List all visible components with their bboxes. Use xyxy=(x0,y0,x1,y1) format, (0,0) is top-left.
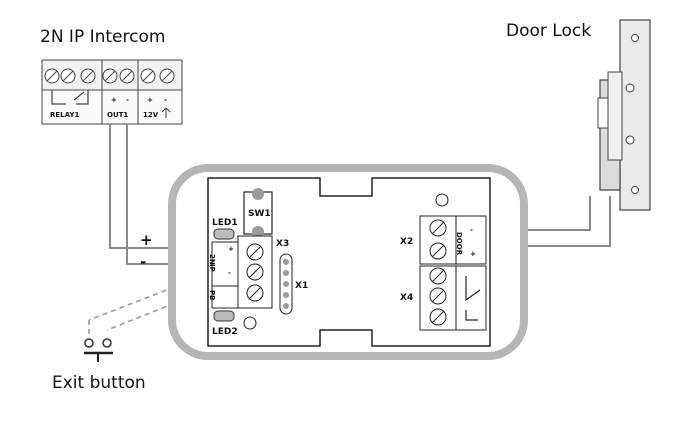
door-plus: + xyxy=(470,250,476,258)
x3-pin-plus: + xyxy=(228,245,234,253)
exit-button-symbol xyxy=(84,338,113,362)
led2-label: LED2 xyxy=(212,327,238,337)
led1 xyxy=(213,228,235,240)
relay-symbol xyxy=(51,90,89,105)
led1-label: LED1 xyxy=(212,218,238,228)
x4-terminal xyxy=(419,265,487,331)
out1-minus: - xyxy=(126,96,129,104)
label-out1: OUT1 xyxy=(107,111,128,119)
out1-plus: + xyxy=(111,96,117,104)
x4-relay-symbol xyxy=(465,276,481,321)
exit-button-label: Exit button xyxy=(52,373,146,393)
intercom-terminal-block: + - + - RELAY1 OUT1 12V xyxy=(41,59,183,125)
sw1-switch xyxy=(243,188,273,238)
door-lock-body xyxy=(597,19,651,211)
intercom-screws xyxy=(44,68,175,84)
x3-pin-ip: IP xyxy=(208,264,216,272)
x1-header xyxy=(279,253,293,315)
label-12v: 12V xyxy=(143,111,159,119)
x2-terminal xyxy=(419,215,487,265)
door-label: DOOR xyxy=(455,232,463,256)
x1-label: X1 xyxy=(295,281,308,291)
12v-plus: + xyxy=(147,96,153,104)
led2 xyxy=(213,310,235,322)
x3-terminal xyxy=(211,235,273,309)
sw1-label: SW1 xyxy=(248,209,271,219)
x4-label: X4 xyxy=(400,293,413,303)
x3-pin-pb: PB xyxy=(208,290,216,300)
door-minus: - xyxy=(470,226,473,234)
x3-label: X3 xyxy=(276,239,289,249)
ground-arrow-icon xyxy=(161,107,171,118)
12v-minus: - xyxy=(164,96,167,104)
wire-plus-sign: + xyxy=(140,231,153,249)
wire-minus-sign: - xyxy=(140,253,146,271)
label-relay1: RELAY1 xyxy=(50,111,79,119)
x3-pin-minus: - xyxy=(228,269,231,277)
door-lock-title: Door Lock xyxy=(506,21,591,41)
x3-pin-2n: 2N xyxy=(208,254,216,265)
intercom-title: 2N IP Intercom xyxy=(40,27,165,47)
mount-hole-right xyxy=(435,193,449,207)
mount-hole xyxy=(243,316,257,330)
x2-label: X2 xyxy=(400,237,413,247)
